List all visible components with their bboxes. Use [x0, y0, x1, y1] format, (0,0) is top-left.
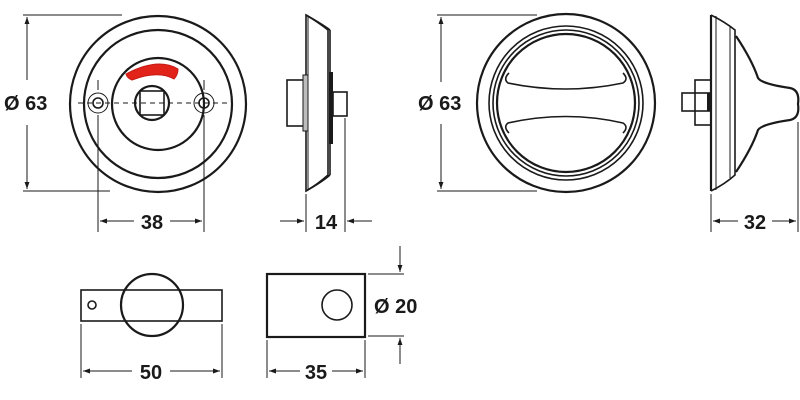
rear-boss: [286, 79, 306, 127]
diameter-dimension-label: Ø 63: [4, 93, 47, 115]
turn-knob-profile: [735, 35, 800, 173]
plate-boss-circle: [119, 272, 185, 338]
side-indicator-view: 14: [280, 13, 372, 234]
plate-width-dimension-label: 50: [140, 362, 162, 384]
knob-body-circle: [495, 32, 637, 174]
turn-diameter-dimension-label: Ø 63: [418, 93, 461, 115]
turn-depth-dimension-label: 32: [744, 212, 766, 234]
front-indicator-view: Ø 63 38: [4, 14, 248, 234]
outer-rim-circle: [475, 12, 657, 194]
inner-rim-circle: [82, 28, 234, 180]
plate-body: [80, 289, 223, 322]
block-body: [265, 272, 367, 339]
turn-spindle: [681, 92, 712, 112]
side-turn-view: 32: [681, 14, 800, 234]
indicator-depth-dimension-label: 14: [315, 212, 338, 234]
front-turn-view: Ø 63: [418, 12, 657, 194]
hole-spacing-dimension-label: 38: [141, 212, 163, 234]
outer-rim-circle: [68, 14, 248, 194]
mounting-block-view: 35 Ø 20: [265, 246, 417, 384]
plate-hole: [87, 300, 97, 310]
block-hole: [321, 289, 353, 321]
occupied-indicator-icon: [125, 63, 179, 81]
lower-grip-ridge: [504, 115, 627, 134]
upper-grip-ridge: [504, 72, 627, 90]
block-width-dimension-label: 35: [305, 362, 327, 384]
block-hole-diameter-dimension-label: Ø 20: [374, 296, 417, 318]
spindle-plate-view: 50: [80, 272, 223, 384]
center-boss-circle: [110, 56, 206, 152]
spindle-stub: [332, 91, 348, 117]
